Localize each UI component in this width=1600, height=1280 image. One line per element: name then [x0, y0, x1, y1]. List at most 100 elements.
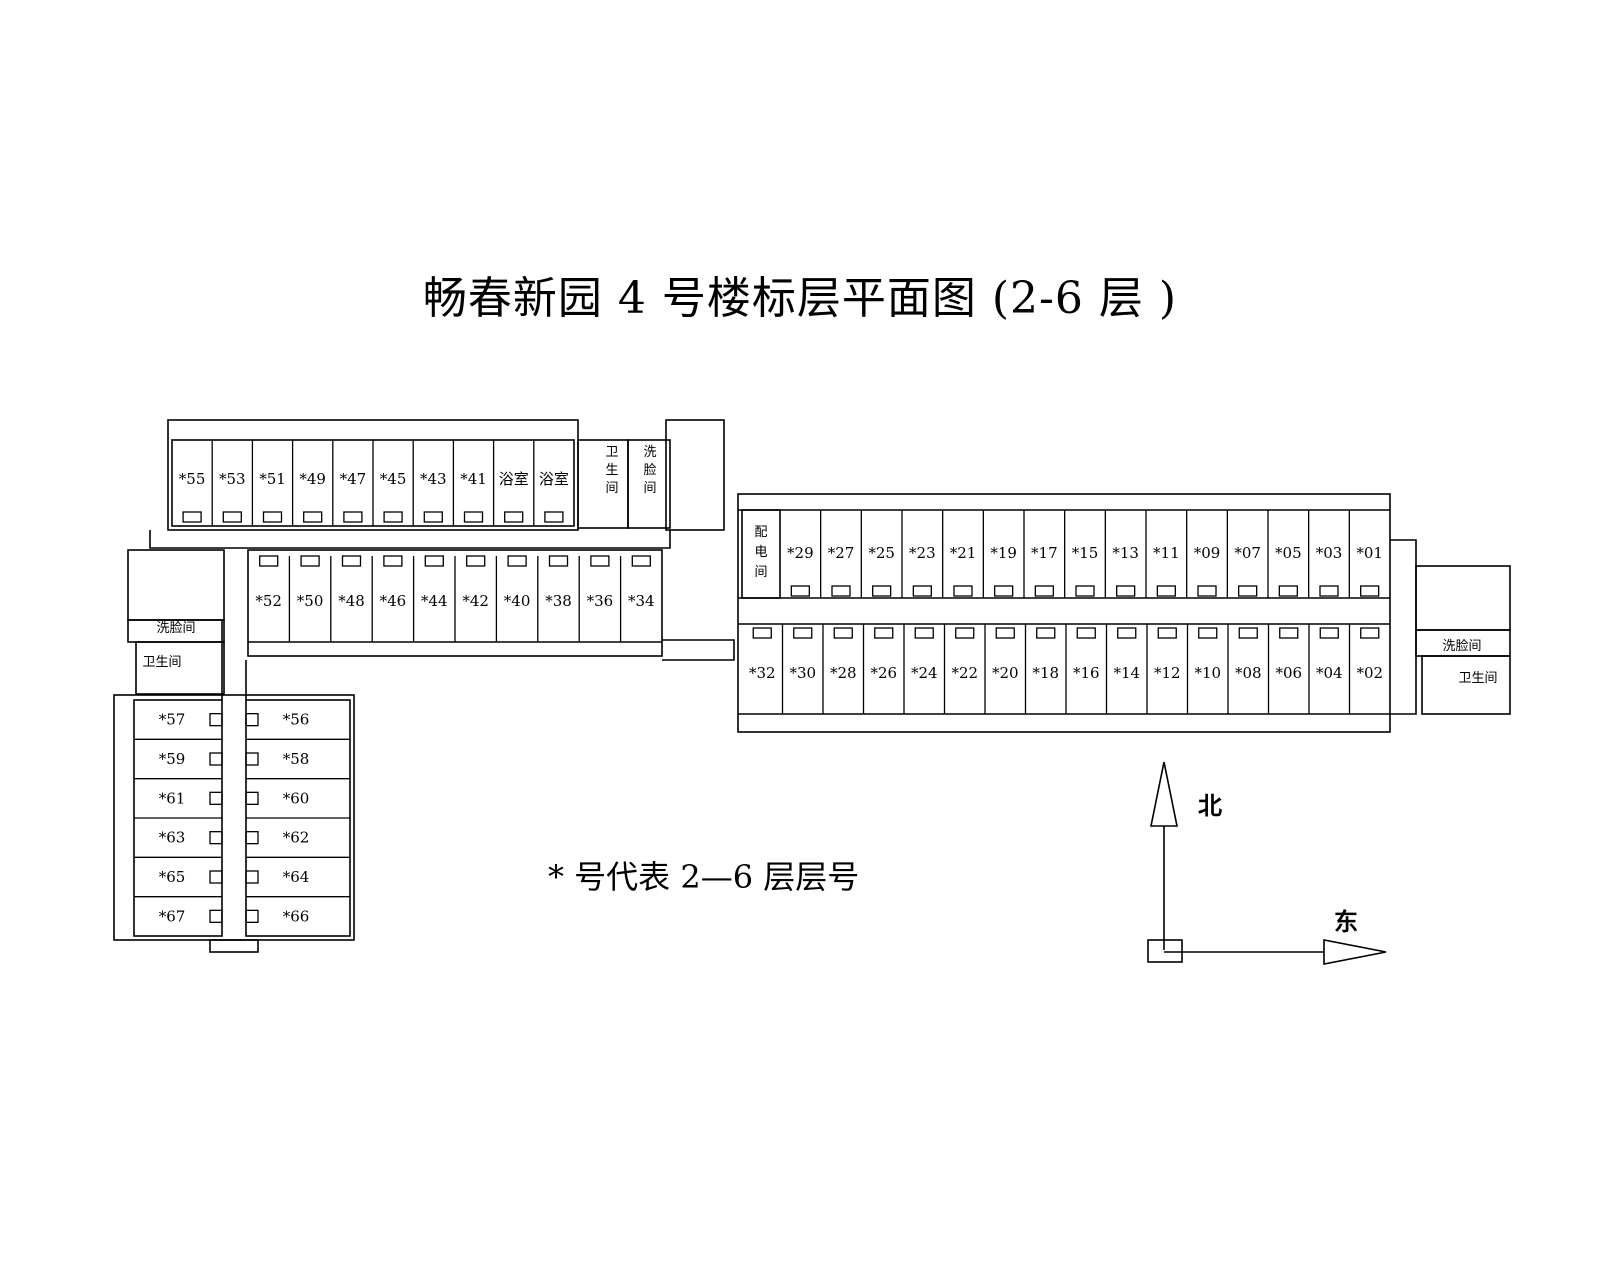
west-wing-door [209, 870, 223, 884]
center-room-label: *36 [587, 592, 614, 610]
west-entry-step [209, 939, 259, 953]
center-room-door [259, 555, 279, 567]
west-wing-door [245, 791, 259, 805]
east-south-door [995, 627, 1015, 639]
east-stair-box [1415, 565, 1511, 631]
west-wing-room-label: *62 [283, 829, 310, 847]
east-north-door [1075, 585, 1095, 597]
electric-room-label: 配 [754, 525, 767, 540]
east-south-door [1238, 627, 1258, 639]
east-toilet-box [1421, 655, 1511, 715]
center-room-label: *50 [297, 592, 324, 610]
west-toilet-box [135, 641, 225, 695]
north-wash-label: 洗 [643, 445, 656, 460]
east-south-room-label: *06 [1275, 664, 1302, 682]
east-south-door [833, 627, 853, 639]
east-north-room-label: *11 [1153, 544, 1180, 562]
north-room-door [303, 511, 323, 523]
center-room-door [341, 555, 362, 567]
north-wash-label: 脸 [643, 463, 656, 478]
east-south-room-label: *16 [1073, 664, 1100, 682]
east-north-door [1156, 585, 1176, 597]
east-south-door [1360, 627, 1380, 639]
west-wash-label: 洗脸间 [156, 621, 195, 636]
north-room-door [222, 511, 242, 523]
east-north-door [831, 585, 851, 597]
north-room-door [463, 511, 484, 523]
north-room-label: *55 [179, 470, 206, 488]
east-south-room-label: *18 [1032, 664, 1059, 682]
east-south-door [1319, 627, 1339, 639]
east-north-door [790, 585, 810, 597]
west-wing-door [209, 831, 223, 845]
north-room-door [544, 511, 564, 523]
east-south-door [1117, 627, 1137, 639]
center-room-door [424, 555, 444, 567]
east-corridor-end [1390, 539, 1417, 715]
east-north-room-label: *01 [1356, 544, 1383, 562]
west-wing-door [209, 909, 223, 923]
connector-corridor [662, 639, 735, 661]
center-room-label: *48 [338, 592, 365, 610]
west-toilet-label: 卫生间 [142, 655, 181, 670]
north-room-door [343, 511, 363, 523]
east-south-door [1157, 627, 1177, 639]
west-wing-room-label: *56 [283, 711, 310, 729]
east-north-room-label: *17 [1031, 544, 1058, 562]
east-north-door [1116, 585, 1136, 597]
north-label: 北 [1198, 792, 1222, 820]
center-room-label: *40 [504, 592, 531, 610]
north-toilet-label: 卫 [605, 445, 618, 460]
east-north-room-label: *19 [990, 544, 1017, 562]
east-south-room-label: *12 [1154, 664, 1181, 682]
west-wing-door [245, 752, 259, 766]
west-wing-room-label: *63 [159, 829, 186, 847]
north-room-door [262, 511, 283, 523]
north-toilet-box [577, 439, 629, 529]
east-north-room-label: *13 [1112, 544, 1139, 562]
east-south-room-label: *22 [951, 664, 978, 682]
west-wing-room-label: *61 [159, 789, 186, 807]
center-block [247, 549, 663, 657]
east-toilet-label: 卫生间 [1458, 671, 1497, 686]
north-room-label: *51 [259, 470, 286, 488]
center-room-label: *44 [421, 592, 448, 610]
center-room-label: *52 [255, 592, 282, 610]
east-north-room-label: *27 [828, 544, 855, 562]
east-south-door [1076, 627, 1096, 639]
east-south-room-label: *02 [1356, 664, 1383, 682]
east-north-door [872, 585, 892, 597]
east-north-room-label: *21 [950, 544, 977, 562]
electric-room-label: 间 [754, 565, 767, 580]
north-room-label: 浴室 [499, 470, 529, 488]
north-room-label: *43 [420, 470, 447, 488]
east-north-door [1360, 585, 1380, 597]
north-room-label: 浴室 [539, 470, 569, 488]
east-south-door [914, 627, 934, 639]
center-room-door [631, 555, 651, 567]
west-wing-room-label: *60 [283, 789, 310, 807]
north-room-label: *41 [460, 470, 487, 488]
east-south-room-label: *04 [1316, 664, 1343, 682]
east-south-room-label: *26 [870, 664, 897, 682]
east-north-room-label: *03 [1316, 544, 1343, 562]
west-wing-room-label: *58 [283, 750, 310, 768]
north-room-label: *47 [340, 470, 367, 488]
center-room-label: *46 [380, 592, 407, 610]
east-north-door [1278, 585, 1298, 597]
north-room-door [182, 511, 202, 523]
center-room-label: *34 [628, 592, 655, 610]
center-room-door [466, 555, 486, 567]
electric-room-box [741, 509, 781, 599]
east-south-room-label: *14 [1113, 664, 1140, 682]
east-south-room-label: *10 [1194, 664, 1221, 682]
east-south-door [1036, 627, 1056, 639]
west-wing-door [209, 791, 223, 805]
east-north-door [1238, 585, 1258, 597]
electric-room-label: 电 [754, 545, 767, 560]
west-wing-room-label: *66 [283, 907, 310, 925]
west-wing-room-label: *65 [159, 868, 186, 886]
east-north-room-label: *25 [868, 544, 895, 562]
west-stair-box [127, 549, 225, 621]
north-room-label: *49 [299, 470, 326, 488]
